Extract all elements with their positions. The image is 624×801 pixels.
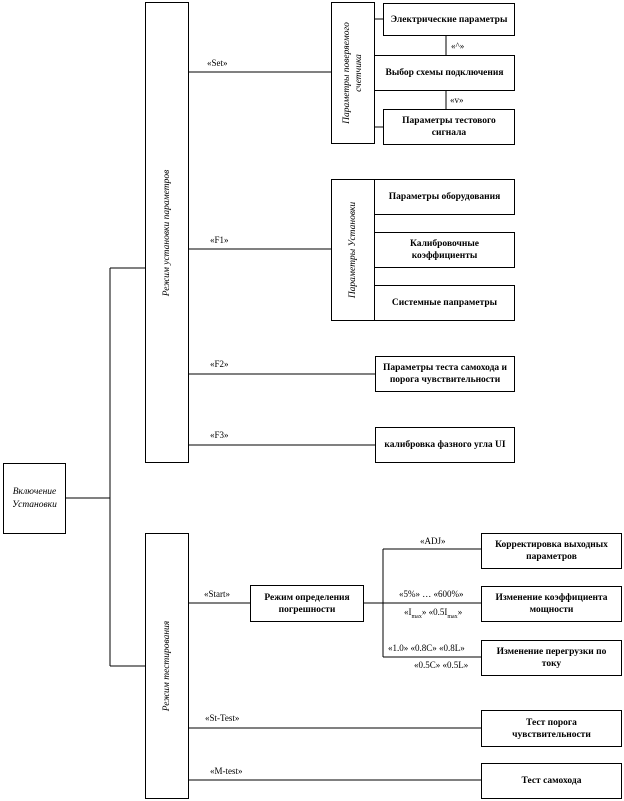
- node-creep-test-label: Тест самохода: [521, 776, 582, 786]
- node-calib-line2: коэффициенты: [411, 251, 478, 261]
- label-imax-mid: » «0.5I: [421, 607, 448, 617]
- root-label-line2: Установки: [12, 499, 57, 510]
- label-pf-line2: «0.5C» «0.5L»: [414, 660, 469, 670]
- label-imax-sub: max: [411, 613, 422, 620]
- node-creep-line1: Параметры теста самохода и: [382, 363, 508, 373]
- label-adj: «ADJ»: [420, 536, 446, 546]
- node-threshold-line1: Тест порога: [526, 717, 577, 728]
- mode-test-title: Режим тестирования: [162, 620, 172, 712]
- node-power-factor: Изменение коэффициента мощности: [481, 586, 622, 622]
- node-output-adjust: Корректировка выходных параметров: [481, 533, 622, 569]
- node-coef-line1: Изменение коэффициента: [495, 593, 608, 603]
- label-down: «v»: [450, 95, 464, 105]
- label-imax-open: «I: [404, 607, 412, 617]
- label-f3: «F3»: [210, 430, 229, 440]
- label-up: «^»: [451, 41, 465, 51]
- label-pf-line1: «1.0» «0.8C» «0.8L»: [388, 643, 465, 653]
- node-error-line1: Режим определения: [264, 592, 350, 603]
- install-params-group: Параметры Установки: [331, 179, 375, 321]
- node-equipment-params: Параметры оборудования: [374, 179, 515, 215]
- node-test-signal-params: Параметры тестового сигнала: [383, 109, 515, 145]
- install-params-title: Параметры Установки: [348, 201, 358, 299]
- node-phase-calibration: калибровка фазного угла UI: [375, 427, 515, 463]
- label-imax: «Imax» «0.5Imax»: [404, 607, 462, 623]
- node-scheme-label: Выбор схемы подключения: [385, 68, 504, 78]
- meter-params-line2: счетчика: [354, 54, 364, 92]
- meter-params-line1: Параметры поверяемого: [342, 22, 352, 124]
- node-current-overload: Изменение перегрузки по току: [481, 640, 622, 676]
- label-imax-close: »: [457, 607, 463, 617]
- node-calib-line1: Калибровочные: [410, 239, 479, 249]
- node-overload-line1: Изменение перегрузки по: [496, 647, 607, 657]
- node-coef-line2: мощности: [529, 605, 574, 615]
- node-creep-params: Параметры теста самохода и порога чувстви…: [375, 356, 515, 392]
- node-creep-test: Тест самохода: [481, 763, 622, 799]
- node-test-signal-line1: Параметры тестового: [402, 116, 496, 126]
- node-phase-label: калибровка фазного угла UI: [384, 440, 506, 450]
- node-electrical-params: Электрические параметры: [383, 3, 515, 36]
- node-connection-scheme: Выбор схемы подключения: [374, 55, 515, 91]
- node-electrical-label: Электрические параметры: [390, 14, 508, 25]
- node-creep-line2: порога чувствительности: [389, 375, 501, 385]
- node-adjust-line1: Корректировка выходных: [495, 540, 608, 550]
- node-system-params: Системные папраметры: [374, 285, 515, 321]
- label-percent-range: «5%» … «600%»: [399, 589, 464, 599]
- node-overload-line2: току: [541, 659, 562, 669]
- label-imax-sub2: max: [447, 613, 458, 620]
- node-test-signal-line2: сигнала: [431, 128, 467, 138]
- label-start: «Start»: [204, 589, 230, 599]
- node-adjust-line2: параметров: [526, 552, 577, 562]
- label-set: «Set»: [207, 58, 228, 68]
- node-equipment-label: Параметры оборудования: [388, 192, 501, 202]
- label-m-test: «M-test»: [210, 766, 243, 776]
- node-system-label: Системные папраметры: [391, 298, 498, 308]
- node-calibration-coefs: Калибровочные коэффициенты: [374, 232, 515, 268]
- mode-settings-title: Режим установки параметров: [162, 169, 172, 296]
- label-st-test: «St-Test»: [205, 713, 240, 723]
- mode-settings-box: Режим установки параметров: [145, 2, 189, 463]
- node-threshold-line2: чувствительности: [512, 729, 591, 740]
- label-f2: «F2»: [210, 359, 229, 369]
- label-f1: «F1»: [210, 235, 229, 245]
- root-label-line1: Включение: [12, 486, 57, 497]
- mode-test-box: Режим тестирования: [145, 533, 189, 799]
- node-error-line2: погрешности: [278, 604, 336, 615]
